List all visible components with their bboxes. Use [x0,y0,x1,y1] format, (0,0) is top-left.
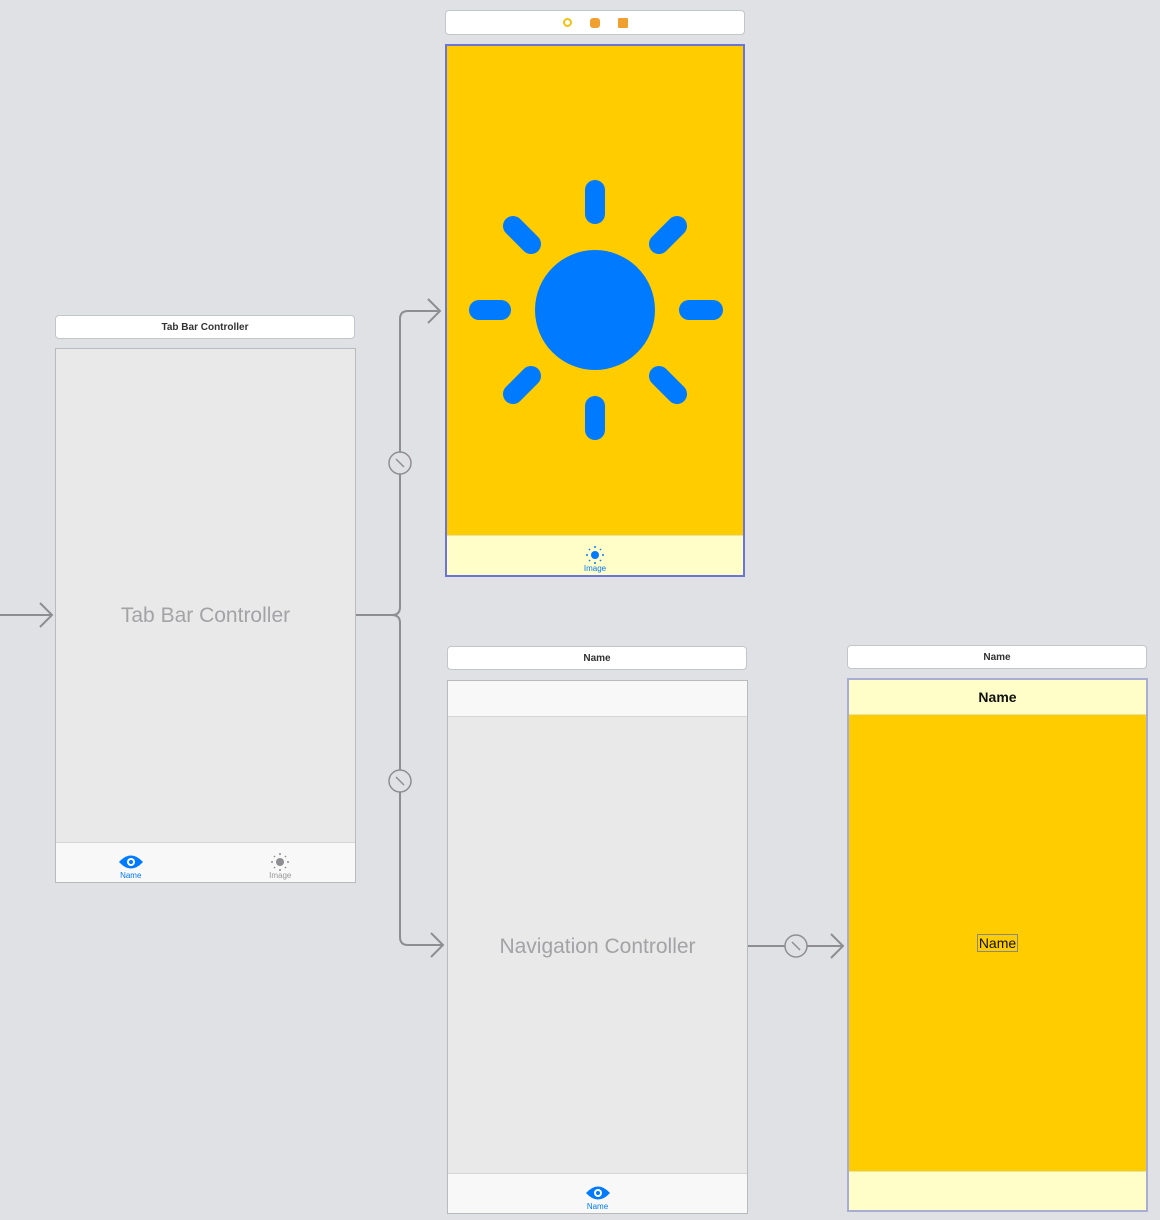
tab-label: Name [586,1202,609,1211]
name-label-container: Name [849,934,1146,953]
tab-bar: Name [448,1173,747,1213]
first-responder-icon[interactable] [589,17,600,28]
scene-placeholder-label: Navigation Controller [499,935,696,958]
tab-bar-controller-title-bar[interactable]: Tab Bar Controller [55,315,355,339]
nav-title: Name [978,689,1017,705]
tab-label: Name [120,871,142,880]
tab-bar-controller-scene[interactable]: Tab Bar Controller Name Image [55,348,356,883]
name-scene[interactable]: Name Name [847,678,1148,1212]
name-scene-title-bar[interactable]: Name [847,645,1147,669]
image-scene-title-bar[interactable] [445,10,745,35]
tab-bar: Name Image [56,842,355,882]
navigation-controller-scene[interactable]: Navigation Controller Name [447,680,748,1214]
navigation-bar: Name [849,680,1146,715]
sun-icon [271,853,290,871]
bottom-bar [849,1171,1146,1210]
tab-bar: Image [447,535,743,575]
tab-name[interactable]: Name [448,1174,747,1213]
scene-placeholder-label: Tab Bar Controller [120,604,291,627]
tab-label: Image [269,871,292,880]
eye-icon [585,1186,610,1200]
image-scene[interactable]: Image [445,44,745,577]
view-controller-icon[interactable] [562,18,572,27]
tab-image[interactable]: Image [447,536,743,575]
name-label[interactable]: Name [976,934,1019,952]
eye-icon [118,855,143,869]
exit-icon[interactable] [617,17,628,28]
scene-title: Name [583,652,611,664]
scene-title: Tab Bar Controller [161,321,249,333]
navigation-controller-title-bar[interactable]: Name [447,646,747,670]
tab-name[interactable]: Name [56,843,206,882]
sun-image [469,180,723,440]
tab-label: Image [583,564,607,573]
scene-title: Name [983,651,1011,663]
sun-icon [586,546,604,564]
navigation-bar [448,681,747,717]
tab-image[interactable]: Image [206,843,356,882]
